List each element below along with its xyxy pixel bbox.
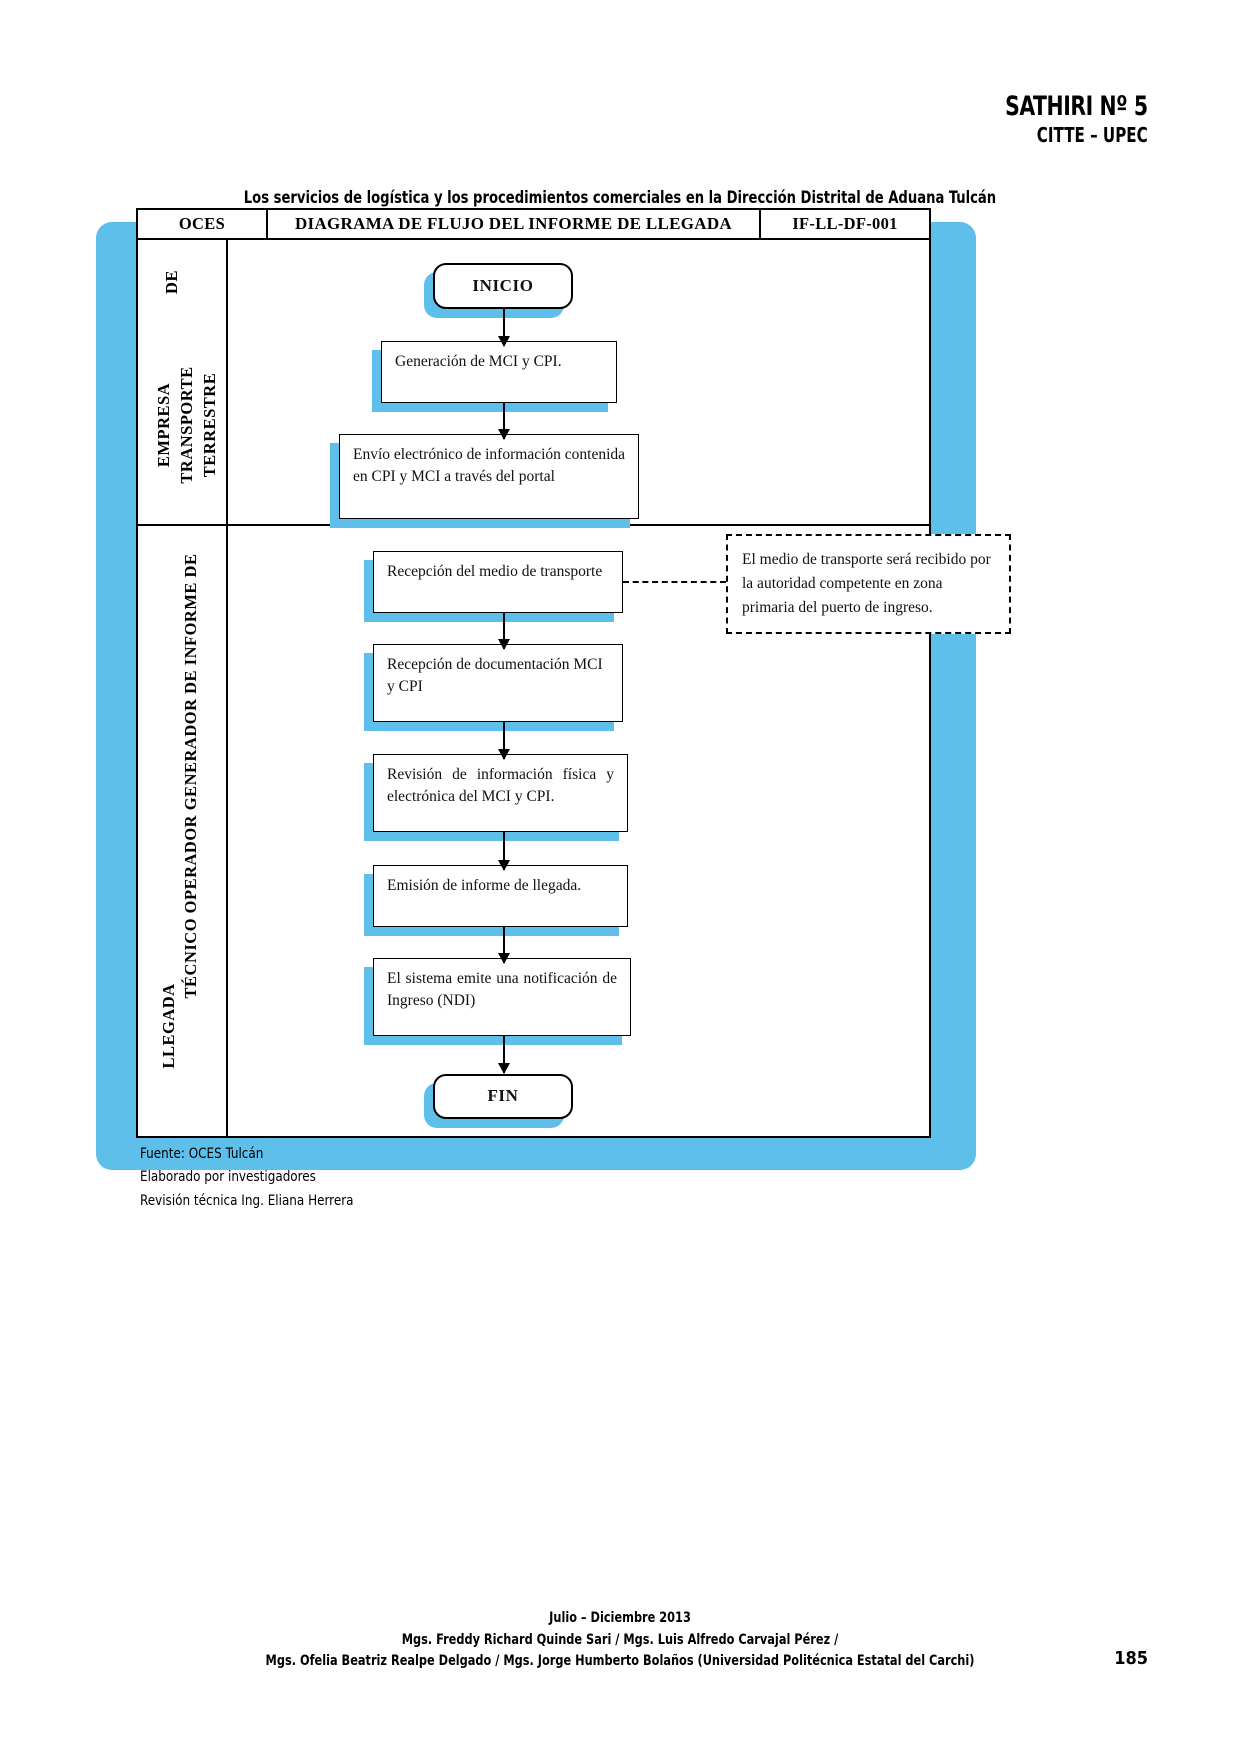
footer-line-2: Mgs. Freddy Richard Quinde Sari / Mgs. L… [401, 1631, 839, 1648]
page-number: 185 [1114, 1648, 1148, 1669]
node-envio[interactable]: Envío electrónico de información conteni… [339, 434, 639, 519]
swimlane-label-operator: TÉCNICO OPERADOR GENERADOR DE INFORME DE… [138, 526, 228, 1136]
article-title: Los servicios de logística y los procedi… [243, 188, 997, 208]
node-emision[interactable]: Emisión de informe de llegada. [373, 865, 628, 927]
journal-title: SATHIRI Nº 5 [1005, 91, 1148, 122]
journal-header: SATHIRI Nº 5 CITTE – UPEC [978, 91, 1148, 148]
swimlane-body-transport: INICIO Generación de MCI y CPI. Envío el… [228, 240, 929, 528]
source-line-2: Elaborado por investigadores [140, 1169, 316, 1186]
node-recepcion-doc[interactable]: Recepción de documentación MCI y CPI [373, 644, 623, 722]
node-fin[interactable]: FIN [433, 1074, 573, 1119]
footer-line-1: Julio – Diciembre 2013 [549, 1610, 691, 1626]
lane1-label-transporte: TRANSPORTE [177, 366, 196, 484]
source-line-1: Fuente: OCES Tulcán [140, 1146, 264, 1162]
table-header-row: OCES DIAGRAMA DE FLUJO DEL INFORME DE LL… [138, 210, 929, 240]
page-footer: Julio – Diciembre 2013 Mgs. Freddy Richa… [0, 1608, 1240, 1673]
node-recepcion-medio[interactable]: Recepción del medio de transporte [373, 551, 623, 613]
lane2-label-main: TÉCNICO OPERADOR GENERADOR DE INFORME DE [181, 553, 200, 999]
note-connector [623, 581, 726, 583]
swimlane-label-transport: DE EMPRESA TRANSPORTE TERRESTRE [138, 240, 228, 524]
node-revision[interactable]: Revisión de información física y electró… [373, 754, 628, 832]
node-notificacion[interactable]: El sistema emite una notificación de Ing… [373, 958, 631, 1036]
source-block: Fuente: OCES Tulcán Elaborado por invest… [140, 1143, 353, 1213]
footer-line-3: Mgs. Ofelia Beatriz Realpe Delgado / Mgs… [265, 1653, 975, 1670]
swimlane-transport-company: DE EMPRESA TRANSPORTE TERRESTRE INICIO G… [138, 240, 929, 528]
lane1-label-de: DE [162, 270, 181, 294]
flowchart-table: OCES DIAGRAMA DE FLUJO DEL INFORME DE LL… [136, 208, 1011, 1138]
header-cell-code: IF-LL-DF-001 [792, 214, 898, 233]
note-box: El medio de transporte será recibido por… [726, 534, 1011, 634]
lane1-label-terrestre: TERRESTRE [200, 372, 219, 478]
source-line-3: Revisión técnica Ing. Eliana Herrera [140, 1192, 354, 1209]
lane1-label-empresa: EMPRESA [154, 382, 173, 468]
header-cell-org: OCES [138, 210, 268, 238]
swimlane-operator: TÉCNICO OPERADOR GENERADOR DE INFORME DE… [138, 526, 1011, 1136]
node-generacion[interactable]: Generación de MCI y CPI. [381, 341, 617, 403]
swimlane-body-operator: Recepción del medio de transporte Recepc… [228, 526, 1011, 1136]
node-inicio[interactable]: INICIO [433, 263, 573, 309]
journal-subtitle: CITTE – UPEC [1037, 123, 1148, 148]
lane2-label-llegada: LLEGADA [159, 983, 178, 1069]
header-cell-title: DIAGRAMA DE FLUJO DEL INFORME DE LLEGADA [268, 210, 761, 238]
